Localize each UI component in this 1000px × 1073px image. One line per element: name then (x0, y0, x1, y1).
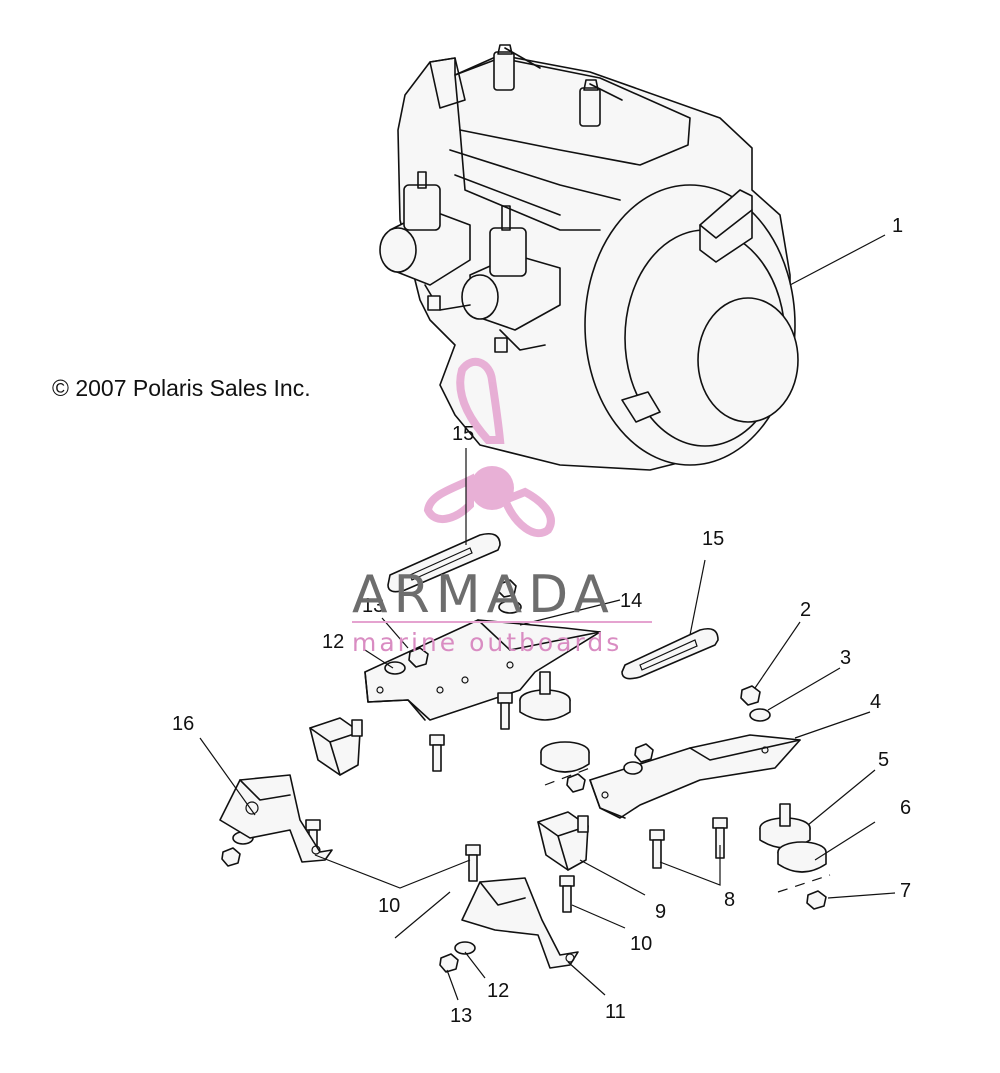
bushing-right (777, 841, 827, 873)
mount-block-lower (537, 811, 589, 871)
callout-2: 2 (800, 599, 811, 621)
callout-5: 5 (878, 749, 889, 771)
bracket-left (219, 774, 333, 863)
callout-11: 11 (605, 1001, 626, 1023)
hardware (221, 579, 827, 973)
leader-lines (199, 234, 896, 1001)
callout-4: 4 (870, 691, 881, 713)
callout-8: 8 (724, 889, 735, 911)
callout-13-upper: 13 (362, 595, 384, 617)
bushing-middle (540, 741, 590, 773)
rear-mount-plate (589, 734, 801, 819)
engine-assembly (379, 44, 799, 471)
bracket-lower (461, 877, 579, 969)
callout-10-right: 10 (630, 933, 652, 955)
strap-upper (387, 532, 501, 593)
mount-block-upper (309, 717, 363, 776)
callout-14: 14 (620, 590, 642, 612)
copyright-notice: © 2007 Polaris Sales Inc. (52, 375, 311, 401)
strap-right (621, 627, 719, 680)
rubber-mount-upper (519, 671, 571, 721)
callout-1: 1 (892, 215, 903, 237)
callout-12-upper: 12 (322, 631, 344, 653)
callout-16: 16 (172, 713, 194, 735)
callout-12-lower: 12 (487, 980, 509, 1002)
callout-10-left: 10 (378, 895, 400, 917)
propeller-icon (423, 357, 555, 538)
watermark-title: ARMADA (352, 565, 615, 625)
callout-7: 7 (900, 880, 911, 902)
callout-15-upper: 15 (452, 423, 474, 445)
watermark-subtitle: marine outboards (352, 628, 622, 657)
callout-9: 9 (655, 901, 666, 923)
callout-15-right: 15 (702, 528, 724, 550)
callout-13-lower: 13 (450, 1005, 472, 1027)
callout-3: 3 (840, 647, 851, 669)
callout-6: 6 (900, 797, 911, 819)
front-mount-plate (364, 619, 601, 721)
